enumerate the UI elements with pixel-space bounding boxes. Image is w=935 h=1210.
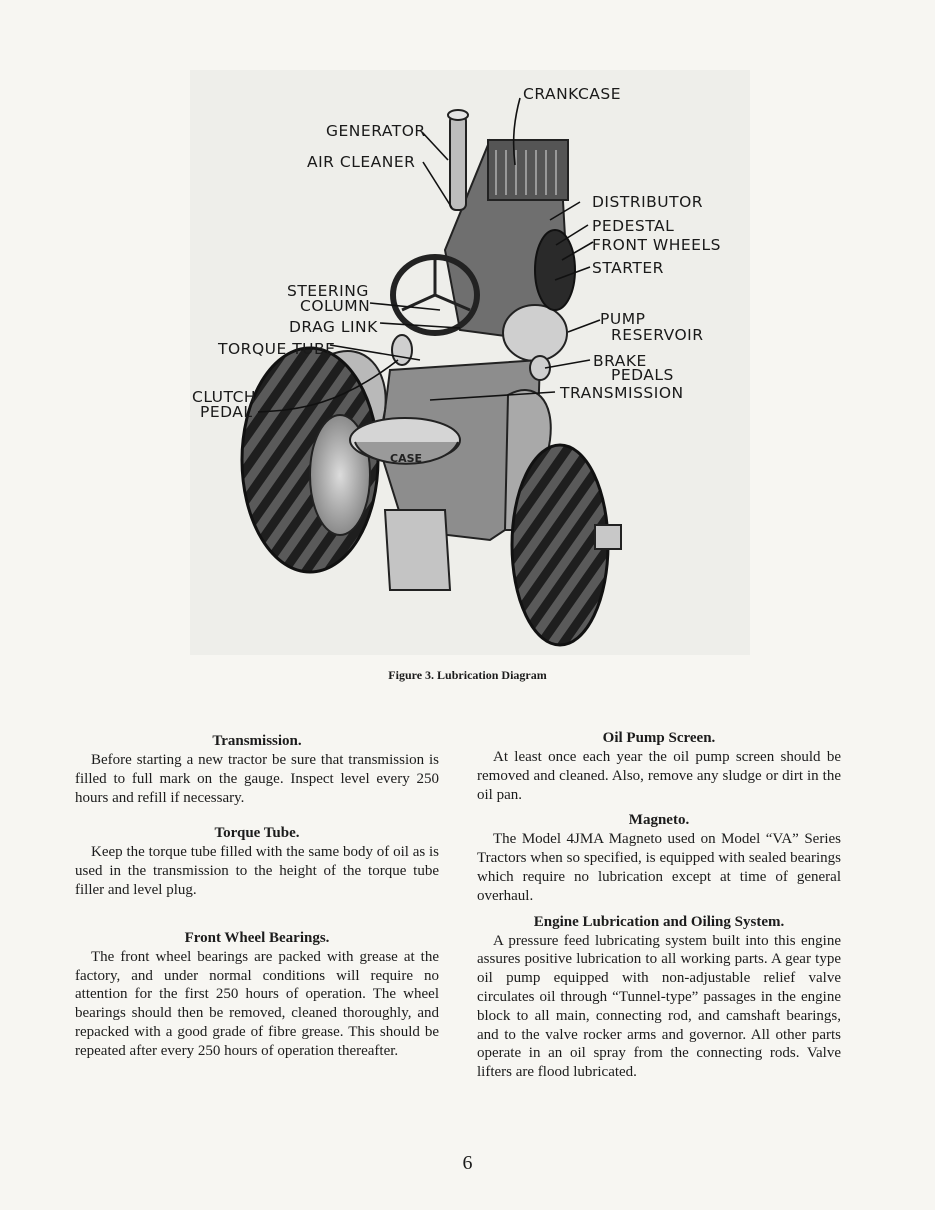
heading-oil-pump-screen: Oil Pump Screen. bbox=[602, 730, 716, 746]
label-drag-link: DRAG LINK bbox=[289, 318, 378, 336]
heading-magneto: Magneto. bbox=[628, 812, 690, 829]
radiator-grille bbox=[487, 139, 569, 201]
left-column: Transmission. Before starting a new trac… bbox=[75, 731, 439, 1067]
label-air-cleaner: AIR CLEANER bbox=[307, 153, 416, 171]
air-cleaner-stack bbox=[449, 114, 467, 211]
label-front-wheels: FRONT WHEELS bbox=[592, 236, 721, 254]
label-pump-reservoir-line1: PUMP bbox=[600, 310, 646, 328]
leader-lines bbox=[257, 97, 601, 413]
label-torque-tube: TORQUE TUBE bbox=[218, 340, 336, 358]
tractor-illustration: CASE bbox=[190, 70, 750, 655]
paragraph-magneto: The Model 4JMA Magneto used on Model “VA… bbox=[477, 831, 841, 904]
label-steering-column-line1: STEERING bbox=[287, 282, 369, 300]
heading-torque-tube: Torque Tube. bbox=[214, 825, 300, 842]
steering-wheel bbox=[390, 254, 480, 336]
label-steering-column-line2: COLUMN bbox=[300, 297, 371, 315]
label-transmission: TRANSMISSION bbox=[560, 384, 684, 402]
figure-caption: Figure 3. Lubrication Diagram bbox=[388, 668, 547, 682]
label-distributor: DISTRIBUTOR bbox=[592, 193, 704, 211]
right-rear-tire bbox=[510, 443, 610, 647]
drawbar bbox=[383, 509, 452, 591]
heading-engine-lubrication: Engine Lubrication and Oiling System. bbox=[533, 913, 785, 930]
page-number: 6 bbox=[462, 1152, 473, 1174]
label-clutch-pedal-line2: PEDAL bbox=[200, 403, 253, 421]
paragraph-front-wheel-bearings: The front wheel bearings are packed with… bbox=[75, 948, 439, 1059]
label-brake-pedals-line2: PEDALS bbox=[611, 366, 674, 384]
paragraph-torque-tube: Keep the torque tube filled with the sam… bbox=[75, 844, 439, 898]
paragraph-engine-lubrication: A pressure feed lubricating system built… bbox=[477, 932, 841, 1081]
paragraph-oil-pump-screen: At least once each year the oil pump scr… bbox=[477, 749, 841, 803]
label-crankcase: CRANKCASE bbox=[523, 85, 622, 103]
heading-transmission: Transmission. bbox=[212, 733, 302, 749]
label-brake-pedals-line1: BRAKE bbox=[593, 352, 647, 370]
seat-logo: CASE bbox=[390, 452, 422, 465]
label-pedestal: PEDESTAL bbox=[592, 217, 675, 235]
clutch-pedal bbox=[391, 334, 413, 366]
label-starter: STARTER bbox=[592, 259, 664, 277]
right-column: Oil Pump Screen. At least once each year… bbox=[477, 728, 841, 1088]
pump-reservoir bbox=[502, 304, 568, 362]
lubrication-diagram-figure: CASE CRANKCASE GENERATOR AIR CLEANER DIS… bbox=[190, 70, 750, 655]
label-clutch-pedal-line1: CLUTCH bbox=[192, 388, 257, 406]
paragraph-transmission: Before starting a new tractor be sure th… bbox=[75, 752, 439, 806]
front-wheel bbox=[534, 229, 576, 311]
heading-front-wheel-bearings: Front Wheel Bearings. bbox=[184, 929, 330, 946]
brake-pedal bbox=[529, 355, 551, 381]
label-pump-reservoir-line2: RESERVOIR bbox=[611, 326, 704, 344]
label-generator: GENERATOR bbox=[326, 122, 426, 140]
